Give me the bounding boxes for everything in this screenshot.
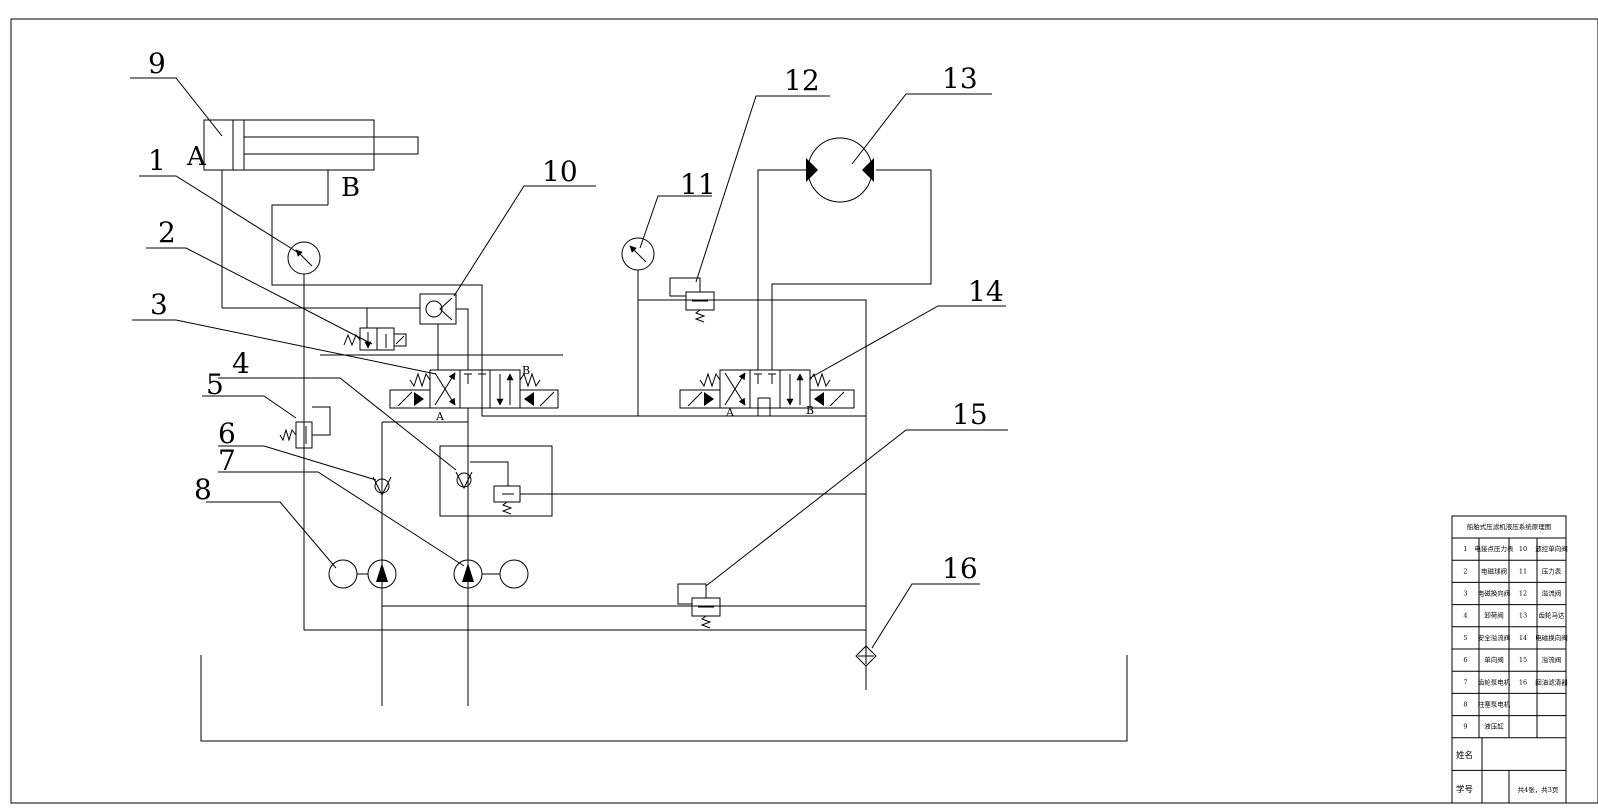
part-name: 电磁球阀 [1481,566,1507,575]
callout-14: 14 [968,275,1004,308]
pressure-gauge-1 [287,241,321,630]
part-name: 液压缸 [1484,722,1504,731]
drawing-frame [10,18,1598,804]
callout-12: 12 [784,64,820,97]
part-number: 11 [1519,567,1527,575]
callout-16: 16 [942,552,978,585]
electromagnetic-ball-valve [343,327,407,351]
pressure-gauge-11 [621,237,655,271]
return-filter [855,645,877,690]
solenoid-directional-valve-3: A B [389,364,559,706]
part-name: 电磁换向阀 [1478,589,1511,598]
part-number: 15 [1519,656,1527,664]
callout-4: 4 [232,347,250,380]
part-name: 回油滤清器 [1535,677,1568,686]
port-b-label: B [341,173,360,203]
gear-pump-motor [453,559,529,589]
unloading-valve [439,445,866,517]
part-number: 1 [1463,545,1467,553]
callout-7: 7 [218,444,236,477]
leader-lines [130,77,1008,649]
part-number: 6 [1463,656,1467,664]
part-name: 安全溢流阀 [1478,633,1511,642]
part-number: 14 [1519,634,1527,642]
title-block: 船舶式压滤机液压系统原理图 1 电接点压力表 10 液控单向阀 2 电磁球阀 11 压力表 3 电磁… [1451,515,1568,804]
sheet-info: 共4张，共3页 [1518,785,1559,794]
v3-port-a: A [435,410,445,423]
solenoid-directional-valve-14: A B [638,169,932,419]
part-number: 3 [1463,590,1467,598]
callout-13: 13 [942,62,978,95]
part-name: 液控单向阀 [1535,544,1568,553]
title-block-title: 船舶式压滤机液压系统原理图 [1467,522,1552,531]
callout-5: 5 [206,368,224,401]
part-number: 7 [1463,678,1467,686]
part-name: 单向阀 [1484,655,1504,664]
gear-motor [806,137,874,203]
callout-11: 11 [680,168,716,201]
callout-1: 1 [148,144,166,177]
name-label: 姓名 [1456,750,1473,761]
oil-tank [200,655,1128,742]
part-number: 2 [1463,567,1467,575]
part-number: 9 [1463,723,1467,731]
check-valve [372,476,392,497]
callout-9: 9 [148,47,166,80]
relief-valve-12 [669,277,715,323]
part-name: 柱塞泵电机 [1478,700,1511,709]
callout-15: 15 [952,398,988,431]
piston-pump-motor [328,559,397,589]
part-number: 16 [1519,678,1527,686]
part-number: 10 [1519,545,1527,553]
v14-port-a: A [725,406,735,419]
part-number: 5 [1463,634,1467,642]
part-number: 4 [1463,612,1467,620]
part-name: 卸荷阀 [1484,611,1504,620]
callout-3: 3 [150,288,168,321]
port-a-label: A [186,142,207,172]
part-name: 溢流阀 [1542,655,1562,664]
part-number: 12 [1519,590,1527,598]
callout-8: 8 [194,473,212,506]
hydraulic-cylinder: A B [186,119,419,308]
part-name: 溢流阀 [1542,589,1562,598]
relief-valve-15 [677,583,721,629]
part-name: 电磁换向阀 [1535,633,1568,642]
callout-2: 2 [158,216,176,249]
v3-port-b: B [522,364,530,377]
part-name: 齿轮马达 [1539,611,1566,620]
safety-relief-valve [279,406,331,449]
part-number: 8 [1463,701,1467,709]
v14-port-b: B [806,404,814,417]
id-label: 学号 [1456,784,1473,795]
pilot-check-valve [419,293,469,370]
callout-6: 6 [218,417,236,450]
part-name: 齿轮泵电机 [1478,677,1511,686]
callout-10: 10 [542,155,578,188]
part-name: 电接点压力表 [1475,544,1515,553]
part-name: 压力表 [1542,566,1562,575]
part-number: 13 [1519,612,1527,620]
